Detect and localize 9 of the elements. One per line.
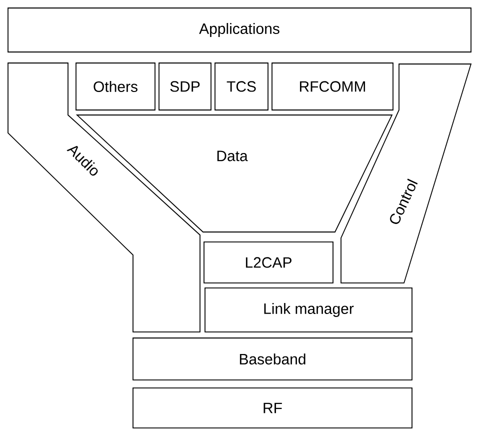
layer-box: TCS <box>214 62 268 110</box>
layer-box: Applications <box>8 8 472 52</box>
layer-box: RF <box>132 388 412 428</box>
layer-box: RFCOMM <box>272 62 394 110</box>
layer-box: Others <box>76 62 156 110</box>
layer-box: L2CAP <box>204 242 334 284</box>
layer-box: Link manager <box>204 288 412 332</box>
layer-box: SDP <box>158 62 212 110</box>
layer-box: Baseband <box>132 338 412 380</box>
